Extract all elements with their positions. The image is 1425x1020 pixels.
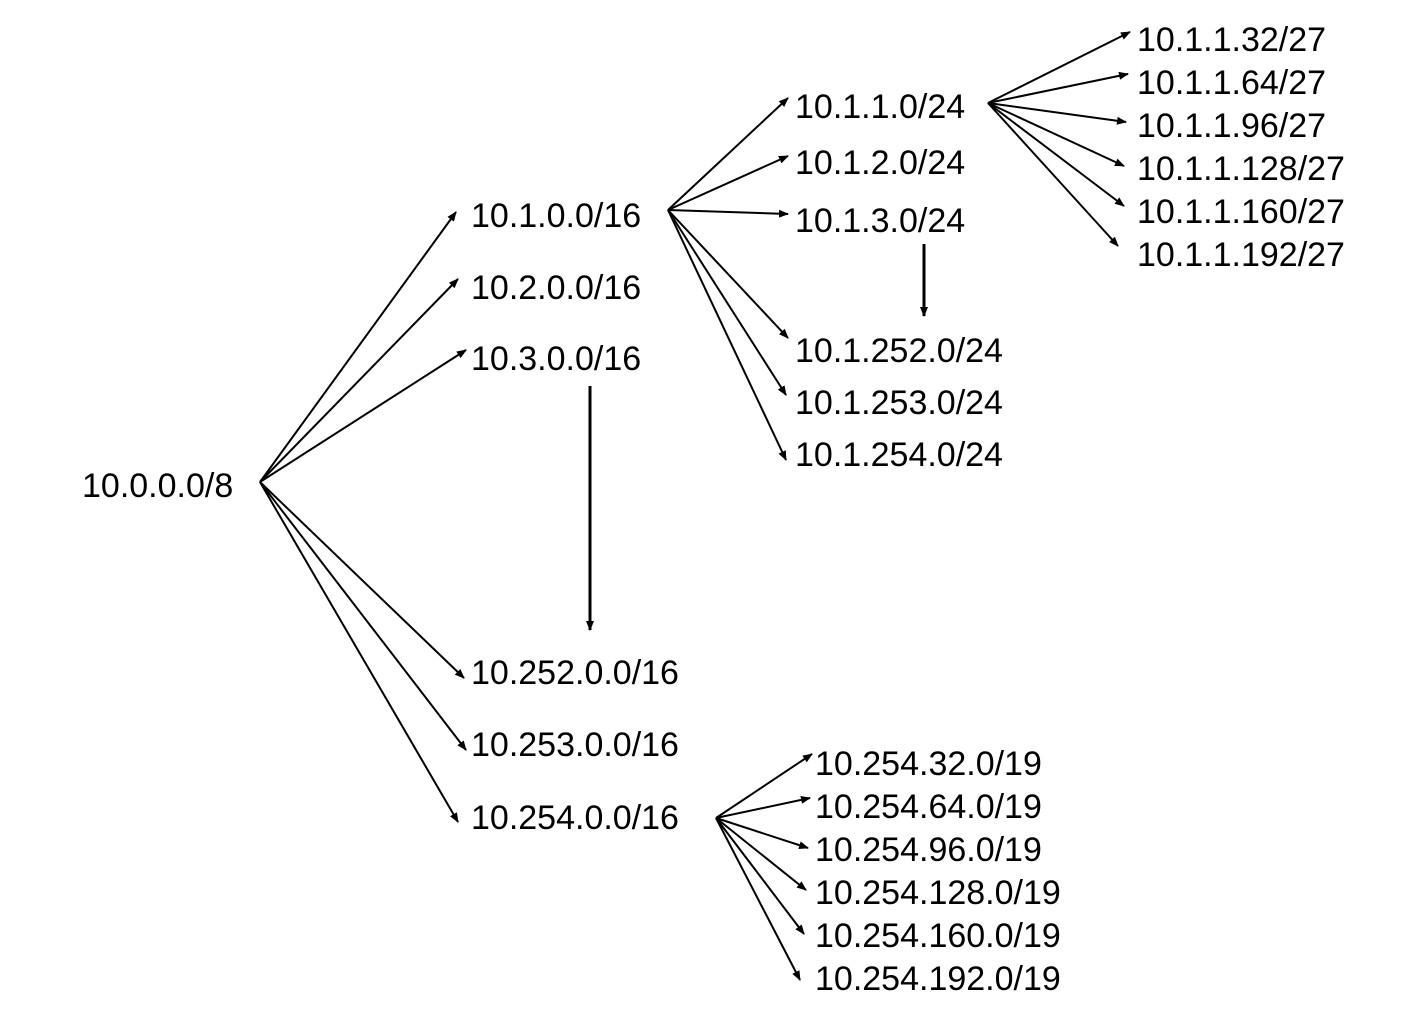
- edge-root-to-10.254: [259, 481, 459, 823]
- edge-10.254-to-32: [715, 753, 813, 819]
- node-10-254-160-0-19: 10.254.160.0/19: [815, 917, 1061, 955]
- node-10-1-1-32-27: 10.1.1.32/27: [1137, 21, 1327, 59]
- node-10-254-128-0-19: 10.254.128.0/19: [815, 874, 1061, 912]
- edge-10.1.1-to-96: [987, 102, 1127, 125]
- node-10-1-1-64-27: 10.1.1.64/27: [1137, 64, 1327, 102]
- node-10-1-1-0-24: 10.1.1.0/24: [795, 88, 966, 126]
- edge-root-to-10.253: [259, 481, 467, 751]
- node-10-254-96-0-19: 10.254.96.0/19: [815, 831, 1042, 869]
- node-10-254-192-0-19: 10.254.192.0/19: [815, 960, 1061, 998]
- edge-10.1-to-10.1.252: [667, 209, 789, 339]
- node-10-1-2-0-24: 10.1.2.0/24: [795, 144, 966, 182]
- node-10-1-0-0-16: 10.1.0.0/16: [471, 197, 642, 235]
- edge-10.1.1-to-160: [987, 102, 1125, 207]
- node-10-1-254-0-24: 10.1.254.0/24: [795, 436, 1003, 474]
- node-10-1-1-128-27: 10.1.1.128/27: [1137, 150, 1345, 188]
- node-10-254-32-0-19: 10.254.32.0/19: [815, 745, 1042, 783]
- node-10-252-0-0-16: 10.252.0.0/16: [471, 654, 679, 692]
- edge-10.1-to-10.1.254: [667, 209, 787, 461]
- edge-10.254-to-128: [715, 817, 807, 891]
- edge-10.1-to-10.1.3: [667, 209, 789, 218]
- node-10-1-252-0-24: 10.1.252.0/24: [795, 332, 1003, 370]
- edge-root-to-10.2: [259, 278, 459, 483]
- edge-10.1-to-10.1.2: [667, 155, 789, 211]
- edge-10.1.1-to-192: [987, 102, 1119, 247]
- node-10-1-1-192-27: 10.1.1.192/27: [1137, 236, 1345, 274]
- edge-10.254-to-192: [715, 817, 801, 981]
- node-root: 10.0.0.0/8: [82, 467, 234, 505]
- edge-10.254-to-160: [715, 817, 805, 935]
- node-10-253-0-0-16: 10.253.0.0/16: [471, 726, 679, 764]
- node-10-254-64-0-19: 10.254.64.0/19: [815, 788, 1042, 826]
- node-10-1-1-160-27: 10.1.1.160/27: [1137, 193, 1345, 231]
- node-10-1-3-0-24: 10.1.3.0/24: [795, 202, 966, 240]
- edge-root-to-10.252: [259, 481, 465, 679]
- edge-10.1.1-to-64: [987, 71, 1129, 104]
- edge-root-to-10.3: [259, 349, 467, 483]
- edge-10.254-to-96: [715, 817, 809, 850]
- edge-10.1-to-10.1.253: [667, 209, 787, 396]
- edge-root-to-10.1: [259, 211, 457, 483]
- node-10-254-0-0-16: 10.254.0.0/16: [471, 799, 679, 837]
- edge-10.1.1-to-32: [987, 31, 1131, 104]
- edge-10.1-to-10.1.1: [667, 97, 789, 211]
- node-10-1-1-96-27: 10.1.1.96/27: [1137, 107, 1327, 145]
- node-10-2-0-0-16: 10.2.0.0/16: [471, 269, 642, 307]
- node-10-3-0-0-16: 10.3.0.0/16: [471, 340, 642, 378]
- edge-10.254-to-64: [715, 795, 811, 819]
- edge-10.1.1-to-128: [987, 102, 1125, 167]
- node-10-1-253-0-24: 10.1.253.0/24: [795, 384, 1003, 422]
